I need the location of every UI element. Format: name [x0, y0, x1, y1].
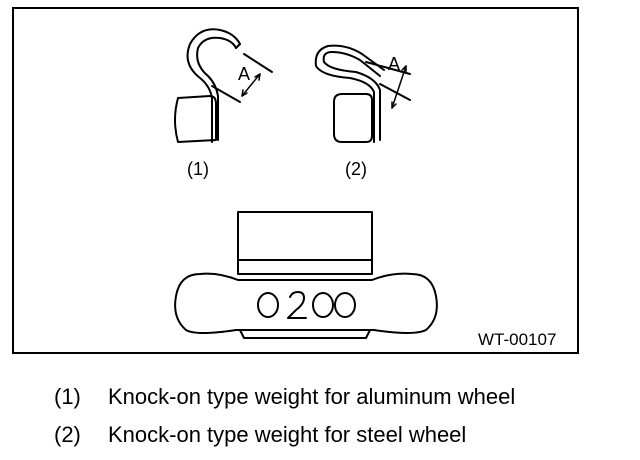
legend-item-2: (2) Knock-on type weight for steel wheel: [54, 422, 466, 448]
legend-number: (2): [54, 422, 81, 447]
callout-1: (1): [187, 159, 209, 179]
weight-top-view: [174, 211, 438, 339]
weight-2-drawing: [314, 44, 411, 143]
figure-code: WT-00107: [478, 330, 557, 349]
callout-2: (2): [345, 159, 367, 179]
dimension-label-a-2: A: [388, 54, 401, 74]
dimension-label-a-1: A: [238, 64, 251, 84]
legend-text: Knock-on type weight for steel wheel: [108, 422, 467, 447]
weight-1-drawing: [174, 28, 273, 143]
legend-item-1: (1) Knock-on type weight for aluminum whe…: [54, 384, 515, 410]
legend-number: (1): [54, 384, 81, 409]
legend-text: Knock-on type weight for aluminum wheel: [108, 384, 516, 409]
figure-frame: [12, 7, 579, 354]
